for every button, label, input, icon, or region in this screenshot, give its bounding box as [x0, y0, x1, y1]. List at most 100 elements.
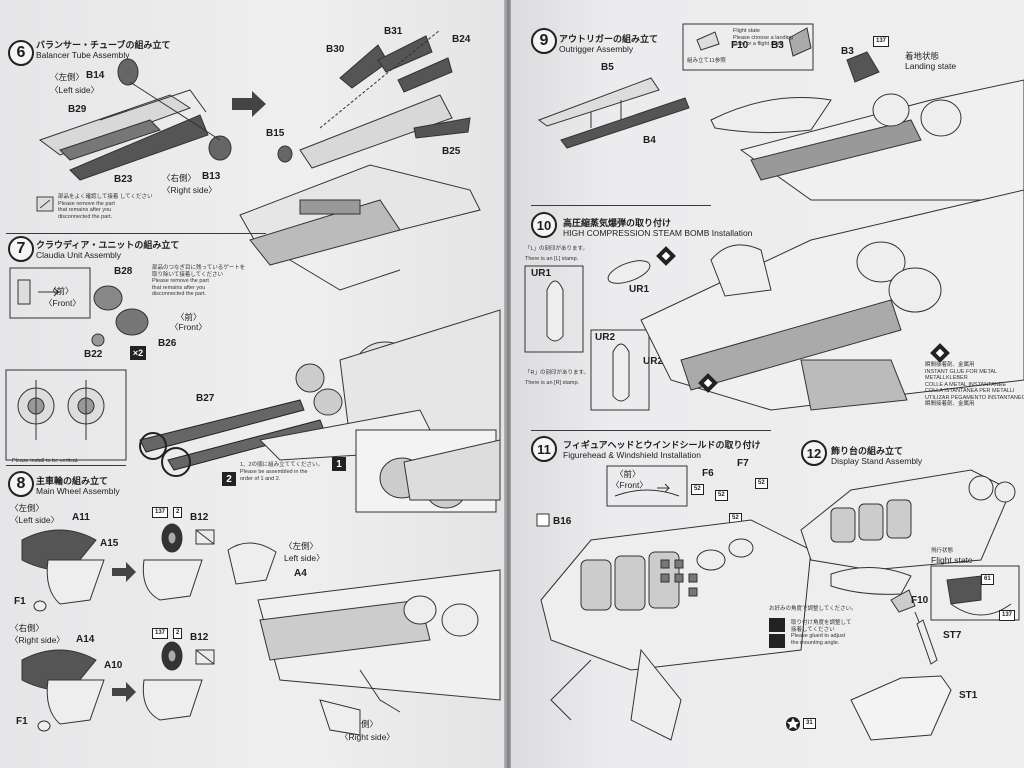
step-7-front2-en: 〈Front〉: [170, 322, 207, 332]
step-8-arrow-top: [112, 562, 136, 582]
step-7-parts-illustration: [5, 285, 501, 513]
divider-7-8: [6, 465, 126, 466]
part-b27: B27: [196, 393, 215, 404]
step-9-title-en: Outrigger Assembly: [559, 44, 634, 54]
step-12-adjust-jp: お好みの角度で調整してください。: [769, 606, 857, 612]
part-b12-bottom: B12: [190, 632, 209, 643]
step-9-title-jp: アウトリガーの組み立て: [559, 34, 659, 44]
step-8-title-jp: 主車輪の組み立て: [36, 476, 109, 486]
part-b16: B16: [553, 516, 572, 527]
step-9-landing-en: Landing state: [905, 61, 957, 71]
book-gutter: [504, 0, 513, 768]
step-9-number: 9: [531, 28, 557, 54]
step-9-landing-jp: 着地状態: [905, 51, 940, 61]
part-b5: B5: [601, 62, 614, 73]
step-12-number: 12: [801, 440, 827, 466]
step-7-title-jp: クラウディア・ユニットの組み立て: [36, 240, 180, 250]
code-61: 61: [981, 574, 994, 585]
step-10-title-en: HIGH COMPRESSION STEAM BOMB Installation: [563, 228, 753, 238]
part-b24: B24: [452, 34, 471, 45]
ur2-inset: [590, 329, 650, 411]
ur1-inset: [524, 265, 584, 353]
step-8-left2-jp: 〈左側〉: [284, 541, 319, 551]
step-9-inset-note: Flight state Please choose a landing sta…: [733, 28, 793, 47]
step-6-title-en: Balancer Tube Assembly: [36, 50, 130, 60]
part-f1-bottom: F1: [16, 716, 28, 727]
step-8-right2-en: 〈Right side〉: [340, 732, 395, 742]
step-6-title-jp: バランサー・チューブの組み立て: [36, 40, 171, 50]
step-7-front-en: 〈Front〉: [44, 298, 81, 308]
label-ur1: UR1: [629, 284, 650, 295]
left-page: 6 バランサー・チューブの組み立て Balancer Tube Assembly…: [0, 0, 506, 768]
part-st7: ST7: [943, 630, 962, 641]
part-b12-top: B12: [190, 512, 209, 523]
step-10-stamp-l-en: There is an [L] stamp.: [525, 256, 579, 262]
divider-6-7: [6, 233, 266, 234]
step-11-front-en: 〈Front〉: [611, 480, 648, 490]
step-8-arrow-bottom: [112, 682, 136, 702]
step-6-parts-illustration: [38, 29, 481, 291]
step-9-inset-ref: 組み立て11参照: [687, 58, 726, 64]
glue-icon-2: [698, 373, 718, 393]
step-12-ship-illustration: [769, 469, 1020, 741]
part-a4: A4: [294, 568, 307, 579]
code-137: 137: [999, 610, 1016, 621]
step-6-number: 6: [8, 40, 34, 66]
step-8-right2-jp: 〈右側〉: [344, 719, 379, 729]
step-7-assembly-jp: 1、2の順に組み立ててください。: [240, 462, 323, 468]
step-11-front-inset: [606, 465, 688, 507]
step-10-title-jp: 高圧縮蒸気爆弾の取り付け: [563, 218, 672, 228]
step-8-wheel-illustration: [21, 523, 501, 736]
step-7-x2-badge: ×2: [130, 346, 146, 360]
step-7-front-jp: 〈前〉: [48, 286, 74, 296]
part-b26: B26: [158, 338, 177, 349]
step-12-title-jp: 飾り台の組み立て: [831, 446, 904, 456]
step-11-front-jp: 〈前〉: [615, 469, 641, 479]
part-st1: ST1: [959, 690, 978, 701]
brush-icon-2: [769, 634, 785, 648]
step-6-left-en: 〈Left side〉: [50, 85, 100, 95]
divider-10-11: [531, 430, 771, 431]
step-7-number: 7: [8, 236, 34, 262]
step-11-title-en: Figurehead & Windshield Installation: [563, 450, 701, 460]
star-icon: [786, 717, 800, 731]
b16-marker: [536, 513, 550, 527]
code-137-bottom: 137: [152, 628, 169, 639]
part-b25: B25: [442, 146, 461, 157]
step-10-stamp-l-jp: 「L」の刻印があります。: [525, 246, 589, 252]
code-2-bottom: 2: [173, 628, 183, 639]
step-12-flight-jp: 飛行状態: [931, 548, 954, 554]
step-7-note: 部品のつなぎ目に残っているゲートを 取り除いて接着してください Please r…: [152, 265, 246, 297]
step-7-assembly-en: Please be assembled in the order of 1 an…: [240, 469, 308, 482]
label-ur1-inset: UR1: [531, 268, 552, 279]
code-52-b: 52: [715, 490, 728, 501]
step-6-right-jp: 〈右側〉: [162, 173, 197, 183]
part-b28: B28: [114, 266, 133, 277]
part-b3: B3: [841, 46, 854, 57]
part-b29: B29: [68, 104, 87, 115]
part-f1-top: F1: [14, 596, 26, 607]
step-10-stamp-r-jp: 「R」の刻印があります。: [525, 370, 589, 376]
code-52-c: 52: [755, 478, 768, 489]
part-b22: B22: [84, 349, 103, 360]
step-6-note-icon: [36, 196, 54, 212]
code-137-top: 137: [152, 507, 169, 518]
part-b31: B31: [384, 26, 403, 37]
step-8-right-en: 〈Right side〉: [10, 635, 65, 645]
step-8-left-en: 〈Left side〉: [10, 515, 60, 525]
code-52-a: 52: [691, 484, 704, 495]
step-7-assembly-step-1: 1: [332, 457, 346, 471]
step-8-title-en: Main Wheel Assembly: [36, 486, 120, 496]
part-b3-inset: B3: [771, 40, 784, 51]
code-31: 31: [803, 718, 816, 729]
right-page: 9 アウトリガーの組み立て Outrigger Assembly B5 B4 組…: [511, 0, 1024, 768]
step-10-bomb-illustration: [524, 189, 1024, 411]
step-11-title-jp: フィギュアヘッドとウインドシールドの取り付け: [563, 440, 761, 450]
step-9-outrigger-illustration: [537, 23, 1024, 201]
part-a10: A10: [104, 660, 123, 671]
step-10-number: 10: [531, 212, 557, 238]
step-7-front2-jp: 〈前〉: [176, 312, 202, 322]
step-12-flight-en: Flight state: [931, 555, 973, 565]
step-6-arrow: [232, 91, 266, 117]
step-6-right-en: 〈Right side〉: [162, 185, 217, 195]
